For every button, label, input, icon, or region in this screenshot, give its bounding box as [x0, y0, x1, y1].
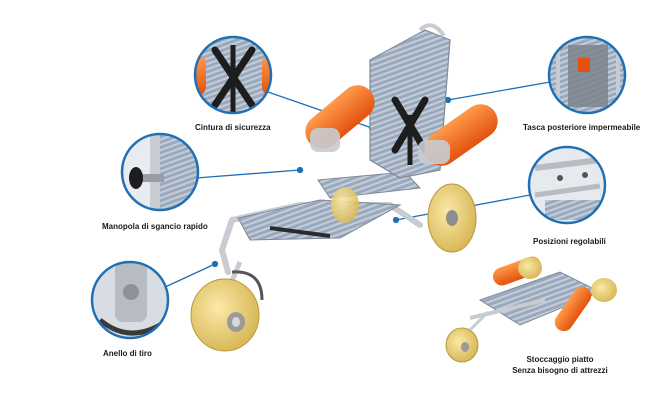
label-flat-storage: Stoccaggio piatto Senza bisogno di attre… — [505, 354, 615, 376]
detail-circle-seat-belt — [193, 35, 273, 115]
right-float — [418, 104, 498, 166]
leader-quick-release — [195, 169, 301, 179]
label-seat-belt: Cintura di sicurezza — [195, 123, 271, 132]
left-float — [305, 85, 375, 152]
leader-rear-pocket — [447, 81, 551, 101]
folded-wheelchair — [445, 256, 617, 363]
label-rear-pocket: Tasca posteriore impermeabile — [523, 123, 641, 132]
detail-circle-adjustable — [527, 145, 607, 225]
detail-circle-quick-release — [120, 132, 200, 212]
label-adjustable-positions: Posizioni regolabili — [533, 237, 606, 246]
detail-circle-rear-pocket — [547, 35, 627, 115]
label-quick-release-knob: Manopola di sgancio rapido — [102, 222, 208, 231]
label-flat-storage-line2: Senza bisogno di attrezzi — [512, 366, 608, 375]
detail-circle-tow-ring — [90, 260, 170, 340]
leader-tow-ring — [162, 263, 216, 289]
label-flat-storage-line1: Stoccaggio piatto — [526, 355, 594, 364]
main-wheelchair — [190, 23, 498, 352]
label-tow-ring: Anello di tiro — [103, 349, 152, 358]
